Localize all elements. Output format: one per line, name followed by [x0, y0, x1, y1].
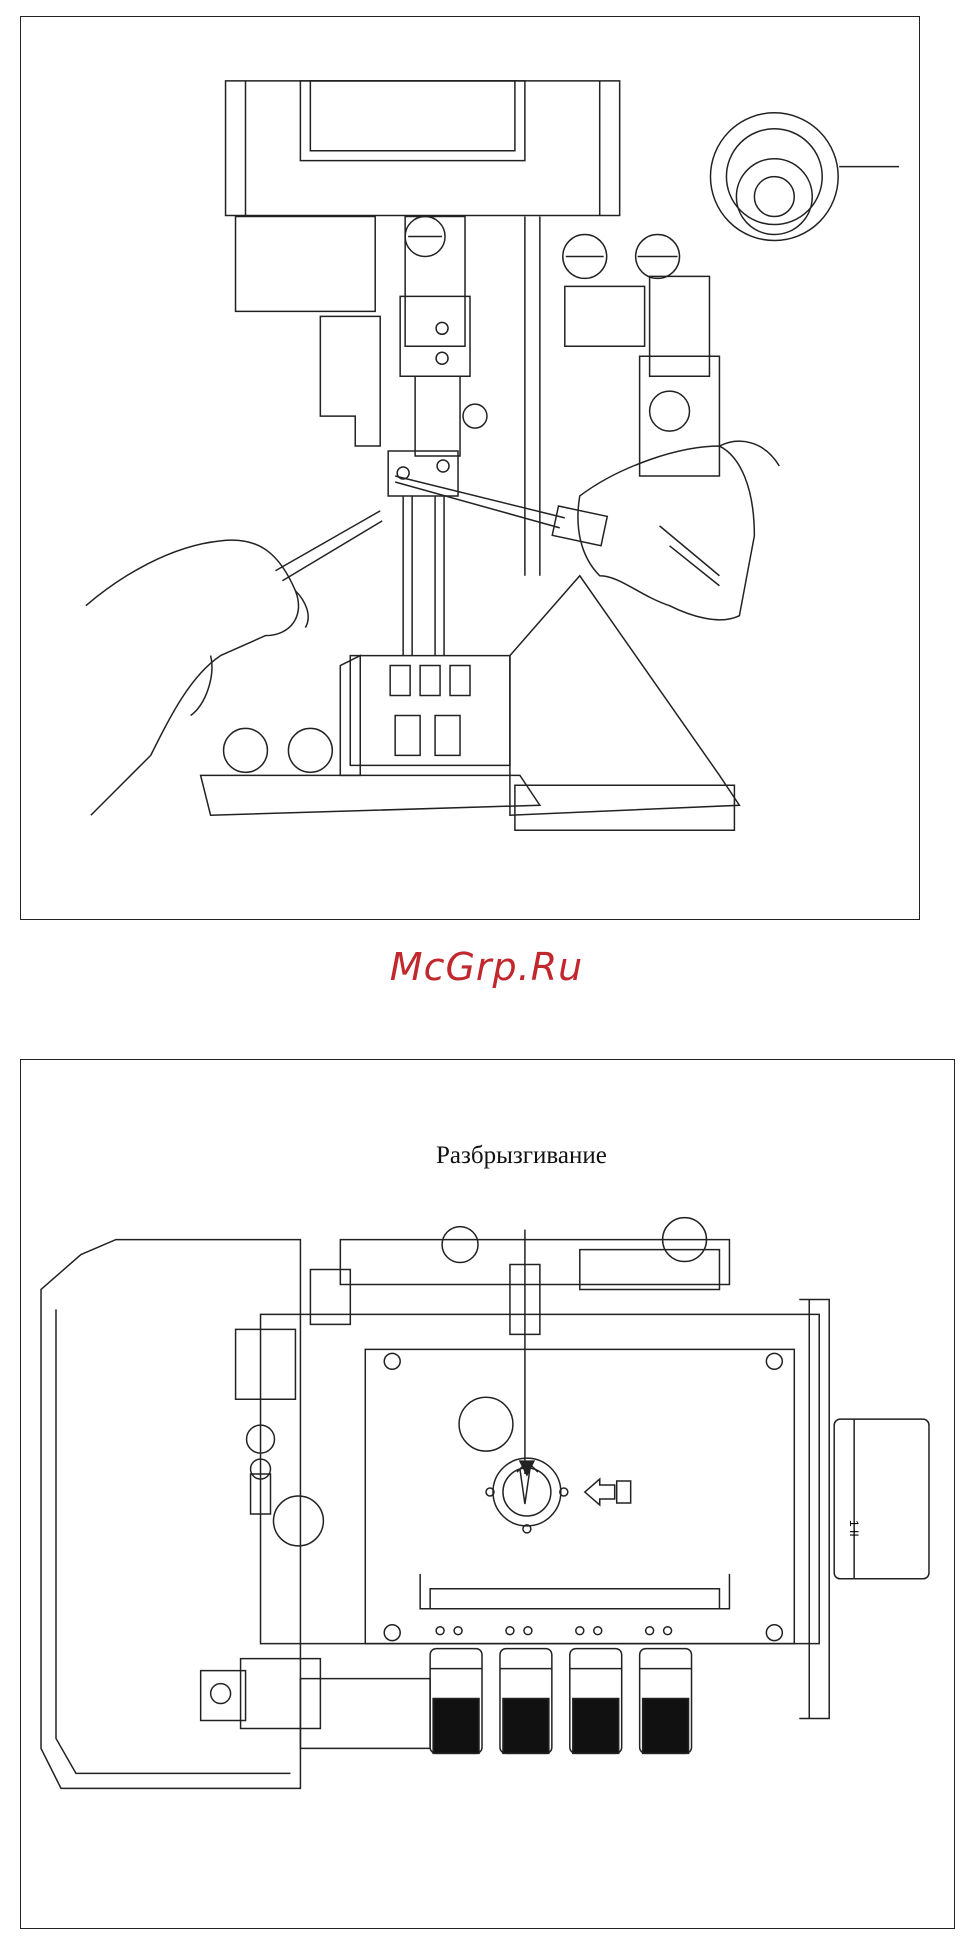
- needle-adjust-illustration: [21, 17, 919, 919]
- indicator-text: 1 II: [847, 1520, 861, 1537]
- machine-top-view-illustration: [21, 1060, 954, 1928]
- watermark: McGrp.Ru: [0, 945, 973, 989]
- figure-top-view: 1 II: [20, 1059, 955, 1929]
- spray-label: Разбрызгивание: [436, 1142, 607, 1170]
- tension-dials: [430, 1649, 691, 1754]
- figure-needle-adjustment: [20, 16, 920, 920]
- arrow-icon: [585, 1479, 631, 1505]
